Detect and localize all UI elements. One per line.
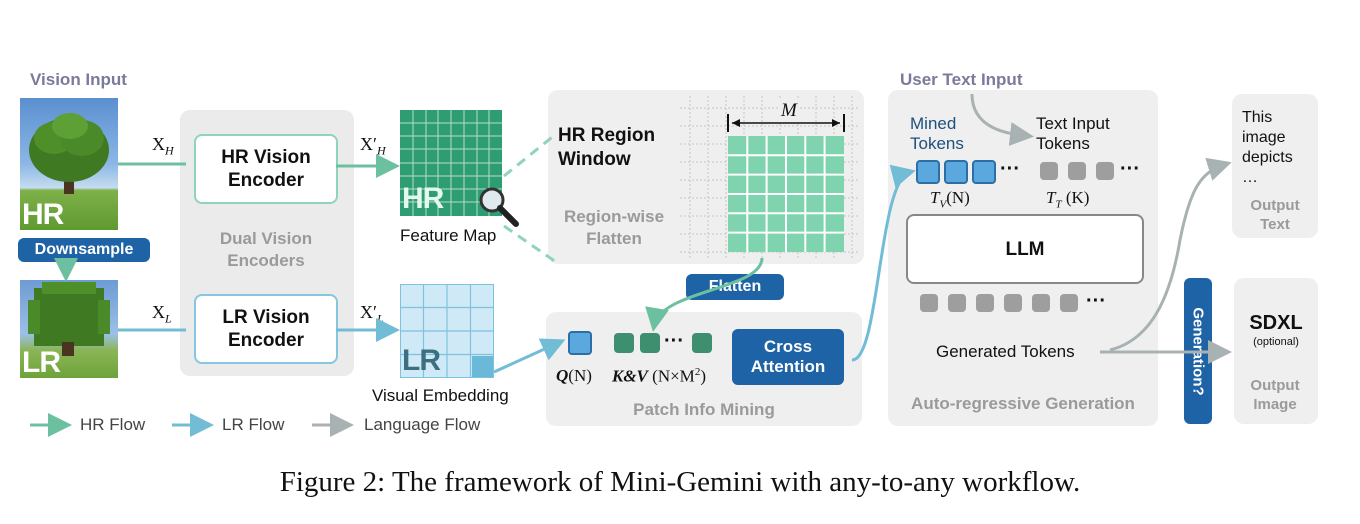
- kv-close: ): [700, 366, 706, 386]
- gen-token-6: [1060, 294, 1078, 312]
- xp-h-symbol: X′: [360, 134, 377, 154]
- visual-embedding-caption: Visual Embedding: [372, 386, 509, 405]
- sdxl-label: SDXL: [1249, 312, 1303, 334]
- mined-token-2: [944, 160, 968, 184]
- gen-token-3: [976, 294, 994, 312]
- tt-subscript: T: [1055, 198, 1062, 211]
- feature-map-tag: HR: [402, 182, 444, 215]
- generation-decision-label: Generation?: [1189, 306, 1207, 396]
- query-label: Q(N): [556, 366, 592, 386]
- generated-tokens-label: Generated Tokens: [936, 342, 1075, 361]
- gen-token-1: [920, 294, 938, 312]
- m-dimension-label: M: [778, 100, 800, 122]
- flatten-label: Flatten: [686, 274, 784, 300]
- text-token-3: [1096, 162, 1114, 180]
- region-flatten-label: Region-wise Flatten: [563, 207, 665, 248]
- patch-info-mining-label: Patch Info Mining: [633, 400, 775, 419]
- vision-input-title: Vision Input: [30, 70, 127, 89]
- x-h-symbol: X: [152, 134, 165, 154]
- x-l-symbol: X: [152, 302, 165, 322]
- legend-lr-flow: LR Flow: [222, 415, 285, 434]
- legend-language-flow: Language Flow: [364, 415, 481, 434]
- kv-token-n: [692, 333, 712, 353]
- tt-symbol: T: [1046, 188, 1056, 207]
- x-l-subscript: L: [165, 311, 172, 326]
- magnifier-icon: [476, 186, 524, 235]
- lr-visual-embedding: LR: [400, 284, 494, 378]
- x-h-subscript: H: [165, 143, 174, 158]
- tv-symbol: T: [930, 188, 940, 207]
- gen-ellipsis: ···: [1086, 290, 1106, 312]
- gen-token-5: [1032, 294, 1050, 312]
- tt-arg: (K): [1065, 188, 1090, 207]
- feature-map-caption: Feature Map: [400, 226, 497, 245]
- text-input-tokens-label: Text Input Tokens: [1036, 114, 1110, 153]
- region-grid: M: [680, 96, 860, 260]
- kv-token-2: [640, 333, 660, 353]
- tv-label: TV(N): [930, 188, 970, 210]
- tree-icon: [29, 113, 109, 194]
- figure-caption: Figure 2: The framework of Mini-Gemini w…: [279, 466, 1081, 498]
- text-token-2: [1068, 162, 1086, 180]
- xp-l-symbol: X′: [360, 302, 377, 322]
- tv-subscript: V: [939, 198, 947, 211]
- mined-ellipsis: ···: [1000, 158, 1020, 180]
- xp-h-label: X′H: [360, 134, 386, 159]
- query-token: [568, 331, 592, 355]
- downsample-label: Downsample: [18, 238, 150, 262]
- kv-token-1: [614, 333, 634, 353]
- dual-encoders-label: Dual Vision Encoders: [219, 229, 313, 270]
- xp-h-subscript: H: [376, 143, 386, 158]
- output-image-label: Output Image: [1250, 377, 1300, 413]
- generation-decision: Generation?: [1184, 278, 1212, 424]
- pixelated-tree-icon: [28, 282, 110, 356]
- x-h-label: XH: [152, 134, 174, 159]
- tv-arg: (N): [946, 188, 970, 207]
- x-l-label: XL: [152, 302, 172, 327]
- auto-regressive-label: Auto-regressive Generation: [911, 394, 1135, 413]
- user-text-input-title: User Text Input: [900, 70, 1023, 89]
- query-symbol: Q: [556, 366, 569, 385]
- kv-label: K&V (N×M2): [612, 366, 706, 387]
- kv-arg: (N×M: [652, 366, 695, 386]
- output-text-label: Output Text: [1250, 197, 1300, 233]
- lr-vision-encoder: LR Vision Encoder: [194, 294, 338, 364]
- lr-image-tag: LR: [22, 346, 61, 378]
- kv-superscript: 2: [694, 366, 701, 378]
- legend-hr-flow: HR Flow: [80, 415, 146, 434]
- lr-image: LR: [20, 280, 118, 378]
- output-text-content: This image depicts …: [1242, 109, 1293, 186]
- text-token-1: [1040, 162, 1058, 180]
- gen-token-2: [948, 294, 966, 312]
- xp-l-subscript: L: [376, 311, 384, 326]
- kv-symbol: K&V: [612, 366, 648, 386]
- region-window-title: HR Region Window: [558, 125, 656, 170]
- output-text-panel: [1232, 94, 1318, 238]
- query-arg: (N): [568, 366, 592, 385]
- cross-attention-block: Cross Attention: [732, 329, 844, 385]
- hr-image-tag: HR: [22, 198, 64, 230]
- text-ellipsis: ···: [1120, 158, 1140, 180]
- kv-ellipsis: ···: [664, 330, 684, 352]
- gen-token-4: [1004, 294, 1022, 312]
- llm-block: LLM: [906, 214, 1144, 284]
- visual-embedding-tag: LR: [402, 344, 441, 377]
- xp-l-label: X′L: [360, 302, 384, 327]
- hr-vision-encoder: HR Vision Encoder: [194, 134, 338, 204]
- output-image-panel: [1234, 278, 1318, 424]
- tt-label: TT (K): [1046, 188, 1089, 210]
- mined-tokens-label: Mined Tokens: [910, 114, 964, 153]
- mined-token-3: [972, 160, 996, 184]
- hr-image: HR: [20, 98, 118, 230]
- mined-token-1: [916, 160, 940, 184]
- sdxl-optional-note: (optional): [1253, 336, 1299, 348]
